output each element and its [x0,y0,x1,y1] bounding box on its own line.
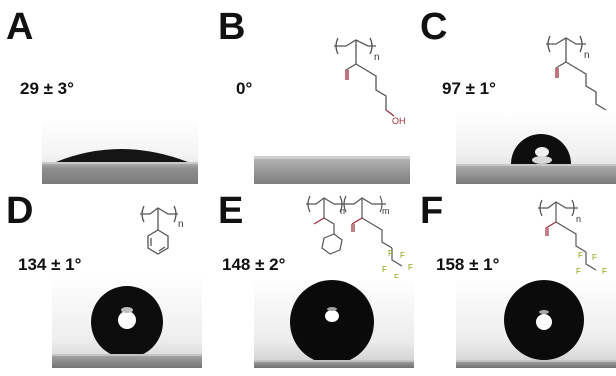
polymer-structure: n F F F F F F F [534,194,616,298]
substrate [254,156,410,184]
droplet-photo [254,156,410,184]
panel-letter: A [6,6,34,48]
panel-letter: D [6,190,34,232]
repeat-index-n: n [576,214,581,224]
panel-letter: E [218,190,244,232]
contact-angle-value: 134 ± 1° [18,255,82,274]
repeat-index-n: n [374,52,380,63]
svg-text:F: F [394,273,399,282]
svg-text:F: F [408,263,413,272]
svg-text:F: F [382,265,387,274]
repeat-index-n: n [340,206,345,216]
hydroxyl-label: OH [392,116,406,126]
droplet-photo [52,274,202,368]
svg-text:F: F [578,251,583,260]
polymer-structure: n [540,28,616,118]
repeat-index-m: m [382,206,390,216]
panel-letter: B [218,6,246,48]
repeat-index-n: n [584,50,590,61]
svg-text:F: F [576,267,581,276]
droplet-photo [456,278,616,368]
panel-e: E 148 ± 2° [218,190,414,368]
panel-d: D 134 ± 1° n [6,190,202,368]
copolymer-structure: n m F F F F F F F [304,192,420,292]
contact-angle-value: 148 ± 2° [222,255,286,274]
substrate [456,360,616,368]
contact-angle-value: 29 ± 3° [20,79,74,98]
panel-f: F 158 ± 1° n [420,190,616,368]
droplet-photo [254,278,414,368]
panel-a: A 29 ± 3° [6,8,201,184]
svg-text:F: F [400,251,405,260]
polymer-structure: n [136,200,202,266]
contact-angle-value: 158 ± 1° [436,255,500,274]
panel-b: B 0° n OH [218,8,413,184]
substrate [456,164,616,184]
panel-c: C 97 ± 1° n [420,6,616,184]
substrate [254,360,414,368]
contact-angle-value: 97 ± 1° [442,79,496,98]
contact-angle-value: 0° [236,79,253,98]
droplet-photo [42,118,198,184]
svg-text:F: F [388,249,393,258]
svg-text:F: F [592,253,597,262]
panel-letter: C [420,6,448,48]
droplet-photo [456,112,616,184]
polymer-structure: n OH [328,30,413,150]
substrate [52,354,202,368]
droplet [56,149,188,162]
substrate [42,162,198,184]
repeat-index-n: n [178,219,184,230]
panel-letter: F [420,190,444,232]
svg-text:F: F [602,267,607,276]
